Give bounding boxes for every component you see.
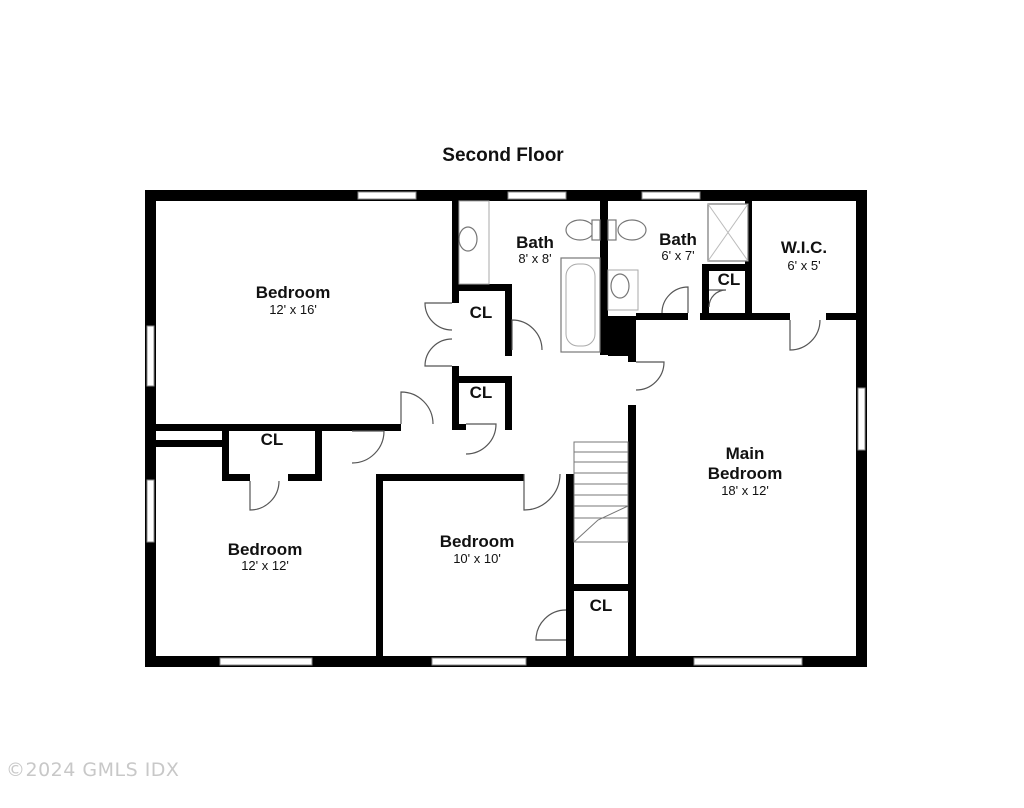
room-dimensions: 12' x 12' [241, 558, 289, 573]
room-wic: W.I.C. 6' x 5' [781, 238, 827, 273]
interior-walls [156, 201, 857, 657]
room-dimensions: 10' x 10' [453, 551, 501, 566]
closet-label-middle: CL [470, 383, 493, 402]
room-bath-right: Bath 6' x 7' [659, 230, 697, 263]
closet-label-bath: CL [718, 270, 741, 289]
room-dimensions: 12' x 16' [269, 302, 317, 317]
sink-icon [458, 226, 478, 252]
doors [249, 286, 821, 641]
room-name-line-2: Bedroom [708, 464, 783, 483]
room-bedroom-bottom-left: Bedroom 12' x 12' [228, 540, 303, 573]
room-name: Bedroom [228, 540, 303, 559]
room-bedroom-top-left: Bedroom 12' x 16' [256, 283, 331, 317]
windows [146, 191, 866, 666]
copyright-watermark: ©2024 GMLS IDX [6, 759, 180, 781]
room-name: Bath [516, 233, 554, 252]
closet-label-left: CL [261, 430, 284, 449]
room-name: W.I.C. [781, 238, 827, 257]
closet-label-top: CL [470, 303, 493, 322]
staircase [573, 441, 629, 543]
room-name: Bath [659, 230, 697, 249]
toilet-icon [617, 219, 647, 241]
floor-title: Second Floor [442, 145, 564, 166]
room-dimensions: 18' x 12' [721, 483, 769, 498]
closet-label-bottom: CL [590, 596, 613, 615]
sink-icon [610, 273, 630, 299]
room-main-bedroom: Main Bedroom 18' x 12' [708, 444, 783, 498]
room-bedroom-middle: Bedroom 10' x 10' [440, 532, 515, 566]
room-bath-left: Bath 8' x 8' [516, 233, 554, 266]
room-dimensions: 6' x 7' [661, 248, 694, 263]
room-dimensions: 6' x 5' [787, 258, 820, 273]
toilet-icon [565, 219, 595, 241]
room-name-line-1: Main [726, 444, 765, 463]
room-dimensions: 8' x 8' [518, 251, 551, 266]
room-name: Bedroom [440, 532, 515, 551]
bath-fixtures [458, 200, 749, 353]
room-name: Bedroom [256, 283, 331, 302]
